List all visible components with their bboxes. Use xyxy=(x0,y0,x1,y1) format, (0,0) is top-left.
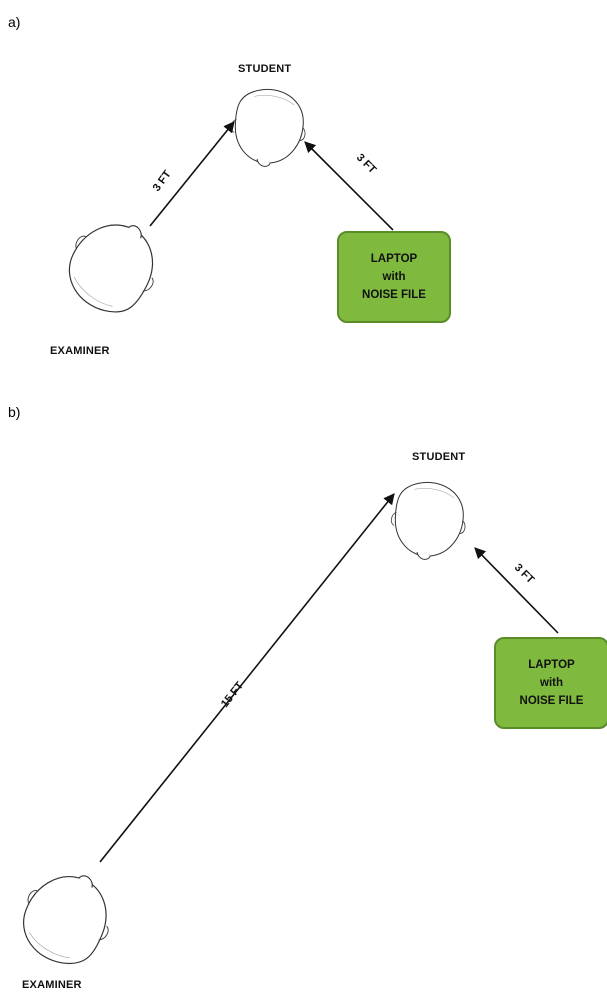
panel-b-student-head-icon xyxy=(384,476,473,566)
panel-a-laptop-box: LAPTOP with NOISE FILE xyxy=(337,231,451,323)
panel-a-examiner-label: EXAMINER xyxy=(50,345,110,357)
laptop-line-3: NOISE FILE xyxy=(362,289,426,301)
panel-a-examiner-arrow xyxy=(149,121,235,227)
laptop-line-3: NOISE FILE xyxy=(519,695,584,707)
panel-b-examiner-label: EXAMINER xyxy=(22,979,82,991)
panel-a-laptop-distance: 3 FT xyxy=(354,152,379,177)
panel-b-student-label: STUDENT xyxy=(412,451,466,463)
panel-a-student-head-icon xyxy=(224,83,313,173)
panel-b-examiner-head-icon xyxy=(5,855,128,979)
panel-a-laptop-arrow xyxy=(304,141,394,231)
panel-b-examiner-arrow xyxy=(99,493,395,863)
panel-b-label: b) xyxy=(8,404,21,420)
panel-b-laptop-arrow xyxy=(474,547,559,634)
panel-b-laptop-box: LAPTOP with NOISE FILE xyxy=(494,637,607,729)
laptop-line-2: with xyxy=(540,677,563,689)
panel-a-label: a) xyxy=(8,14,21,30)
laptop-line-2: with xyxy=(382,271,406,283)
panel-a-examiner-distance: 3 FT xyxy=(151,168,174,194)
panel-b-laptop-distance: 3 FT xyxy=(512,562,537,587)
panel-a-student-label: STUDENT xyxy=(238,63,292,75)
laptop-line-1: LAPTOP xyxy=(528,659,575,671)
laptop-line-1: LAPTOP xyxy=(370,253,418,265)
panel-a-examiner-head-icon xyxy=(50,202,176,329)
